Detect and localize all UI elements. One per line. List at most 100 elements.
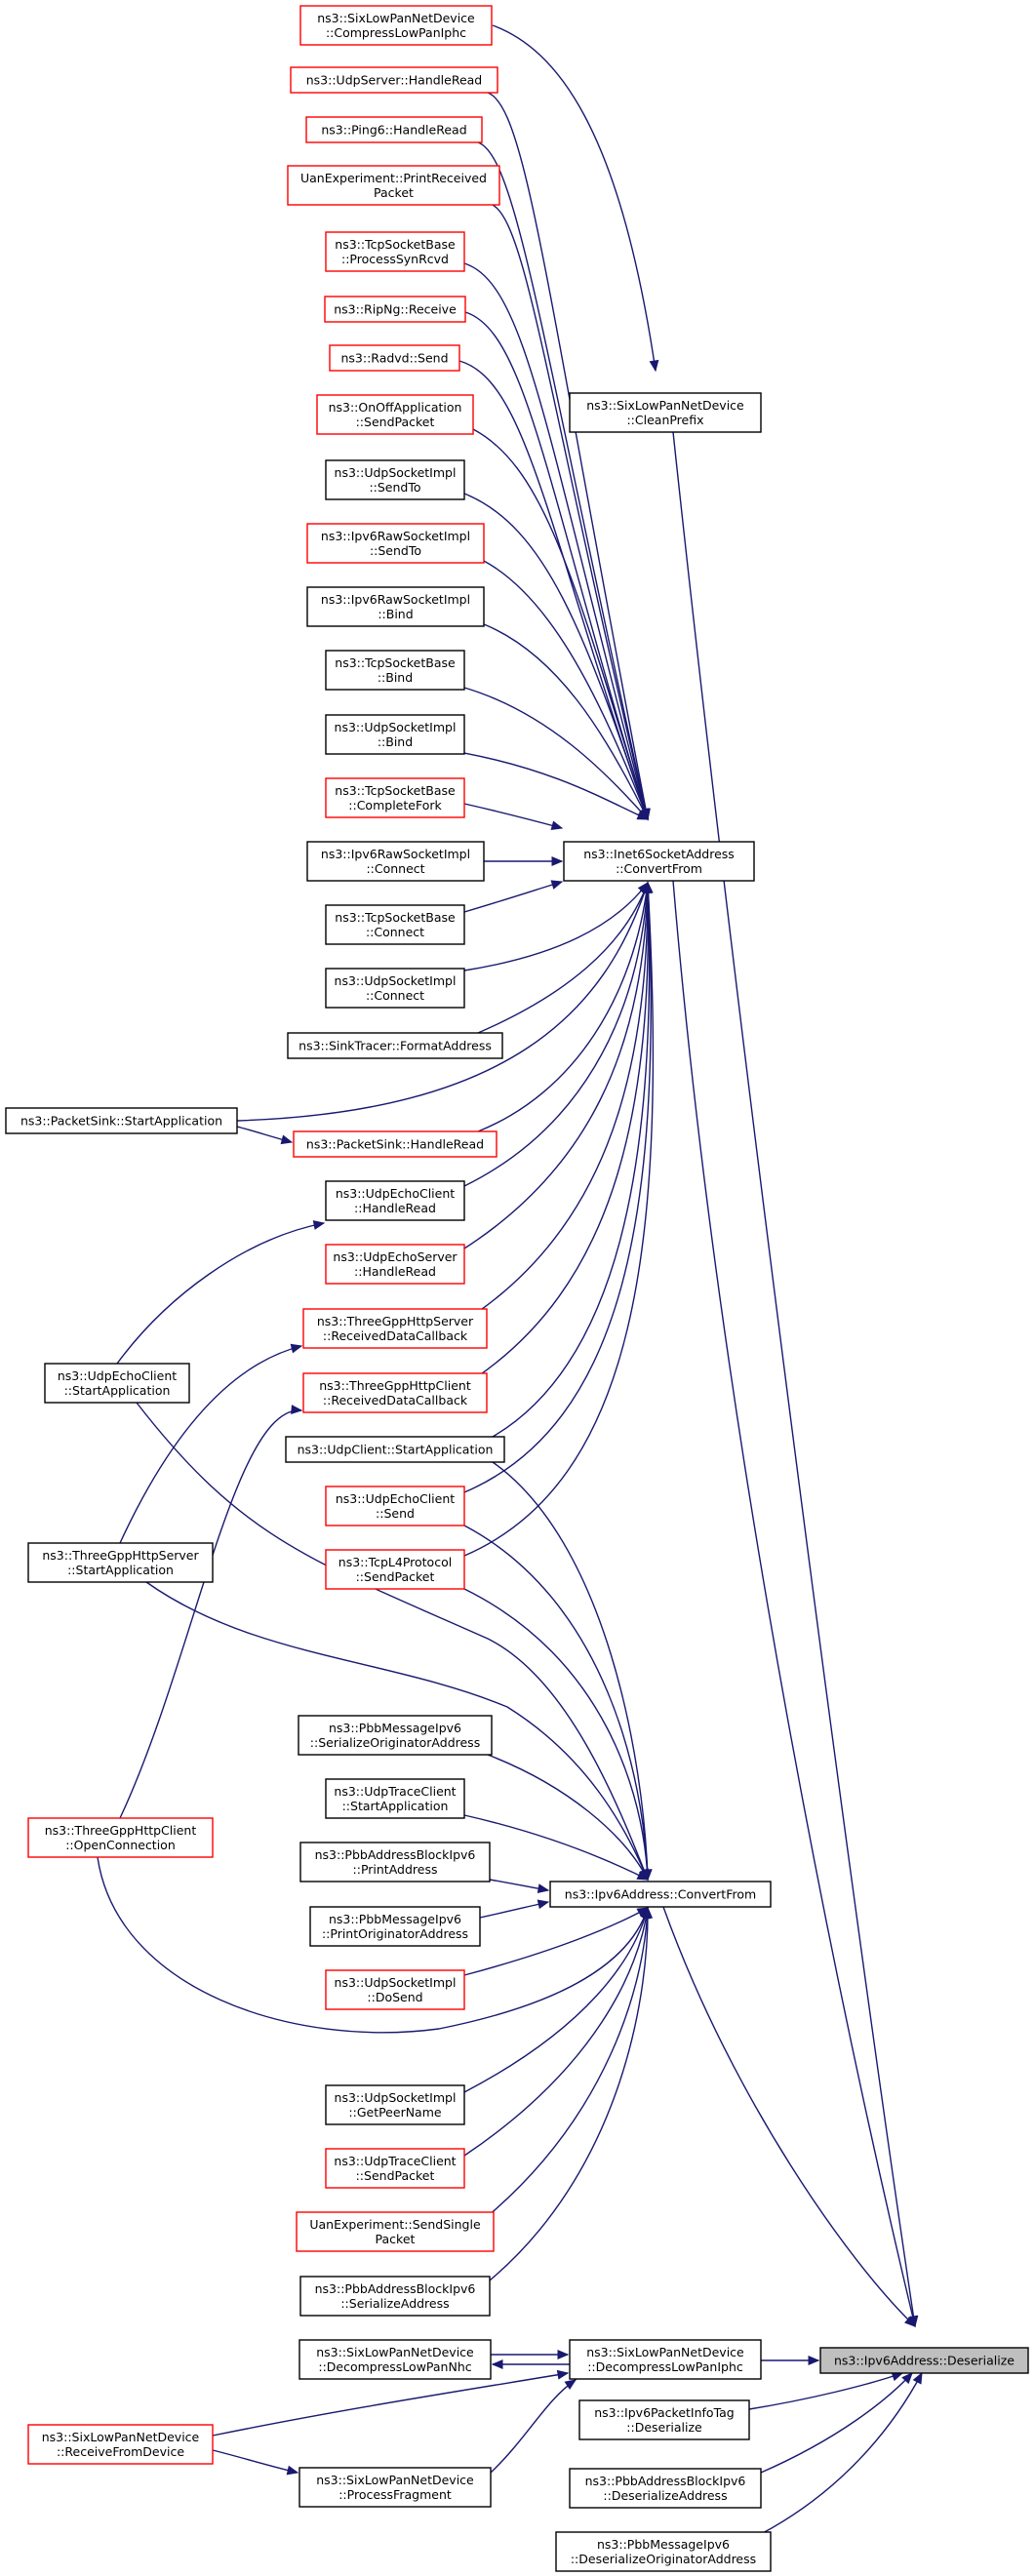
- edge-line: [477, 882, 649, 1034]
- node-label: ::Connect: [366, 925, 424, 939]
- node-processFragment[interactable]: ns3::SixLowPanNetDevice::ProcessFragment: [299, 2467, 492, 2508]
- node-threeGppClientReceived[interactable]: ns3::ThreeGppHttpClient::ReceivedDataCal…: [302, 1372, 488, 1413]
- node-pbbAddressBlockPrintAddress[interactable]: ns3::PbbAddressBlockIpv6::PrintAddress: [299, 1842, 491, 1882]
- node-threeGppServerReceived[interactable]: ns3::ThreeGppHttpServer::ReceivedDataCal…: [302, 1308, 488, 1349]
- node-udpTraceClientStart[interactable]: ns3::UdpTraceClient::StartApplication: [325, 1778, 465, 1819]
- node-label: ::SerializeAddress: [340, 2296, 449, 2311]
- node-label: ::Deserialize: [626, 2420, 702, 2435]
- node-compressLowPanIphc[interactable]: ns3::SixLowPanNetDevice::CompressLowPanI…: [299, 5, 493, 46]
- node-pbbAddressBlockDeserializeAddress[interactable]: ns3::PbbAddressBlockIpv6::DeserializeAdd…: [569, 2468, 762, 2509]
- edge-line: [463, 1907, 649, 1976]
- node-radvdSend[interactable]: ns3::Radvd::Send: [329, 344, 460, 372]
- node-deserialize[interactable]: ns3::Ipv6Address::Deserialize: [819, 2347, 1029, 2374]
- edge-line: [116, 1222, 325, 1365]
- node-label: ::DoSend: [367, 1990, 422, 2004]
- arrowhead: [290, 1343, 303, 1354]
- node-box: [325, 231, 465, 272]
- node-cleanPrefix[interactable]: ns3::SixLowPanNetDevice::CleanPrefix: [569, 392, 762, 433]
- node-ipv6ConvertFrom[interactable]: ns3::Ipv6Address::ConvertFrom: [549, 1881, 772, 1908]
- node-label: ::ReceivedDataCallback: [323, 1393, 468, 1407]
- node-udpSocketDoSend[interactable]: ns3::UdpSocketImpl::DoSend: [325, 1969, 465, 2010]
- arrowhead: [903, 2316, 916, 2327]
- node-label: ::CleanPrefix: [626, 413, 703, 427]
- node-decompressLowPanIphc[interactable]: ns3::SixLowPanNetDevice::DecompressLowPa…: [569, 2339, 762, 2380]
- node-pbbMessageSerializeOriginator[interactable]: ns3::PbbMessageIpv6::SerializeOriginator…: [298, 1715, 493, 1756]
- node-box: [324, 296, 466, 323]
- node-packetSinkStart[interactable]: ns3::PacketSink::StartApplication: [5, 1107, 238, 1134]
- node-threeGppServerStart[interactable]: ns3::ThreeGppHttpServer::StartApplicatio…: [27, 1542, 214, 1583]
- node-label: ::PrintAddress: [353, 1862, 438, 1877]
- node-label: ::SendTo: [369, 480, 420, 495]
- node-ping6HandleRead[interactable]: ns3::Ping6::HandleRead: [305, 116, 483, 143]
- node-box: [299, 2276, 491, 2317]
- arrowhead: [491, 2359, 503, 2369]
- node-threeGppClientOpen[interactable]: ns3::ThreeGppHttpClient::OpenConnection: [27, 1817, 214, 1858]
- edge-line: [472, 428, 649, 820]
- arrowhead: [643, 1906, 654, 1919]
- node-box: [325, 1180, 465, 1221]
- node-ipv6RawSendTo[interactable]: ns3::Ipv6RawSocketImpl::SendTo: [306, 523, 485, 564]
- node-receiveFromDevice[interactable]: ns3::SixLowPanNetDevice::ReceiveFromDevi…: [27, 2424, 214, 2465]
- node-udpEchoServerHandleRead[interactable]: ns3::UdpEchoServer::HandleRead: [325, 1244, 465, 1285]
- node-box: [27, 1817, 214, 1858]
- node-udpEchoClientSend[interactable]: ns3::UdpEchoClient::Send: [325, 1486, 465, 1526]
- node-udpTraceClientSendPacket[interactable]: ns3::UdpTraceClient::SendPacket: [325, 2148, 465, 2189]
- node-box: [578, 2399, 750, 2440]
- edge-line: [492, 882, 651, 1438]
- edge-line: [492, 1461, 649, 1881]
- node-label: ::StartApplication: [342, 1799, 449, 1813]
- edge-pbbMessageSerializeOriginator-to-ipv6ConvertFrom: [487, 1754, 649, 1882]
- node-label: ::DecompressLowPanIphc: [587, 2359, 743, 2374]
- node-decompressLowPanNhc[interactable]: ns3::SixLowPanNetDevice::DecompressLowPa…: [299, 2339, 492, 2380]
- node-udpSocketBind[interactable]: ns3::UdpSocketImpl::Bind: [325, 714, 465, 755]
- node-inet6ConvertFrom[interactable]: ns3::Inet6SocketAddress::ConvertFrom: [563, 841, 755, 882]
- edge-line: [662, 1906, 916, 2327]
- node-label: ns3::UdpSocketImpl: [335, 1975, 457, 1990]
- edge-decompressLowPanIphc-to-decompressLowPanNhc: [491, 2359, 570, 2369]
- node-sinkTracerFormat[interactable]: ns3::SinkTracer::FormatAddress: [287, 1032, 503, 1059]
- node-udpSocketConnect[interactable]: ns3::UdpSocketImpl::Connect: [325, 968, 465, 1009]
- node-ripNgReceive[interactable]: ns3::RipNg::Receive: [324, 296, 466, 323]
- node-udpServerHandleRead[interactable]: ns3::UdpServer::HandleRead: [290, 66, 498, 94]
- node-box: [569, 2468, 762, 2509]
- edge-line: [487, 1754, 649, 1881]
- edge-pbbAddressBlockDeserializeAddress-to-deserialize: [760, 2372, 913, 2474]
- edge-line: [760, 2372, 923, 2535]
- edge-line: [463, 493, 649, 820]
- edge-udpEchoClientSend-to-inet6ConvertFrom: [463, 881, 654, 1493]
- node-ipv6RawConnect[interactable]: ns3::Ipv6RawSocketImpl::Connect: [306, 841, 485, 882]
- node-tcpBind[interactable]: ns3::TcpSocketBase::Bind: [325, 650, 465, 691]
- edge-threeGppServerReceived-to-inet6ConvertFrom: [477, 881, 654, 1313]
- node-tcpConnect[interactable]: ns3::TcpSocketBase::Connect: [325, 904, 465, 945]
- node-ipv6RawBind[interactable]: ns3::Ipv6RawSocketImpl::Bind: [306, 586, 485, 627]
- node-onOffSendPacket[interactable]: ns3::OnOffApplication::SendPacket: [316, 394, 474, 435]
- edge-line: [136, 1402, 649, 1881]
- node-udpEchoClientHandleRead[interactable]: ns3::UdpEchoClient::HandleRead: [325, 1180, 465, 1221]
- node-udpClientStart[interactable]: ns3::UdpClient::StartApplication: [285, 1436, 505, 1463]
- node-box: [293, 1130, 498, 1158]
- node-udpSocketSendTo[interactable]: ns3::UdpSocketImpl::SendTo: [325, 459, 465, 500]
- node-tcpCompleteFork[interactable]: ns3::TcpSocketBase::CompleteFork: [325, 777, 465, 818]
- node-pbbAddressBlockSerializeAddress[interactable]: ns3::PbbAddressBlockIpv6::SerializeAddre…: [299, 2276, 491, 2317]
- node-label: ns3::TcpSocketBase: [335, 910, 456, 925]
- node-label: ns3::Ipv6Address::ConvertFrom: [565, 1887, 756, 1902]
- node-box: [569, 2339, 762, 2380]
- node-pbbMessagePrintOriginator[interactable]: ns3::PbbMessageIpv6::PrintOriginatorAddr…: [309, 1906, 481, 1947]
- edge-line: [477, 882, 650, 1377]
- node-udpEchoClientStart[interactable]: ns3::UdpEchoClient::StartApplication: [44, 1363, 190, 1404]
- node-tcpL4SendPacket[interactable]: ns3::TcpL4Protocol::SendPacket: [325, 1549, 465, 1590]
- node-ipv6PacketInfoTagDeserialize[interactable]: ns3::Ipv6PacketInfoTag::Deserialize: [578, 2399, 750, 2440]
- edge-line: [463, 1907, 649, 2093]
- node-box: [325, 777, 465, 818]
- edge-pbbAddressBlockSerializeAddress-to-ipv6ConvertFrom: [489, 1906, 654, 2281]
- node-pbbMessageDeserializeOriginator[interactable]: ns3::PbbMessageIpv6::DeserializeOriginat…: [555, 2531, 772, 2572]
- node-packetSinkHandleRead[interactable]: ns3::PacketSink::HandleRead: [293, 1130, 498, 1158]
- edge-sinkTracerFormat-to-inet6ConvertFrom: [477, 881, 650, 1034]
- node-udpSocketGetPeerName[interactable]: ns3::UdpSocketImpl::GetPeerName: [325, 2084, 465, 2125]
- node-label: ::ReceivedDataCallback: [323, 1328, 468, 1343]
- node-tcpProcessSynRcvd[interactable]: ns3::TcpSocketBase::ProcessSynRcvd: [325, 231, 465, 272]
- node-label: ns3::UdpSocketImpl: [335, 465, 457, 480]
